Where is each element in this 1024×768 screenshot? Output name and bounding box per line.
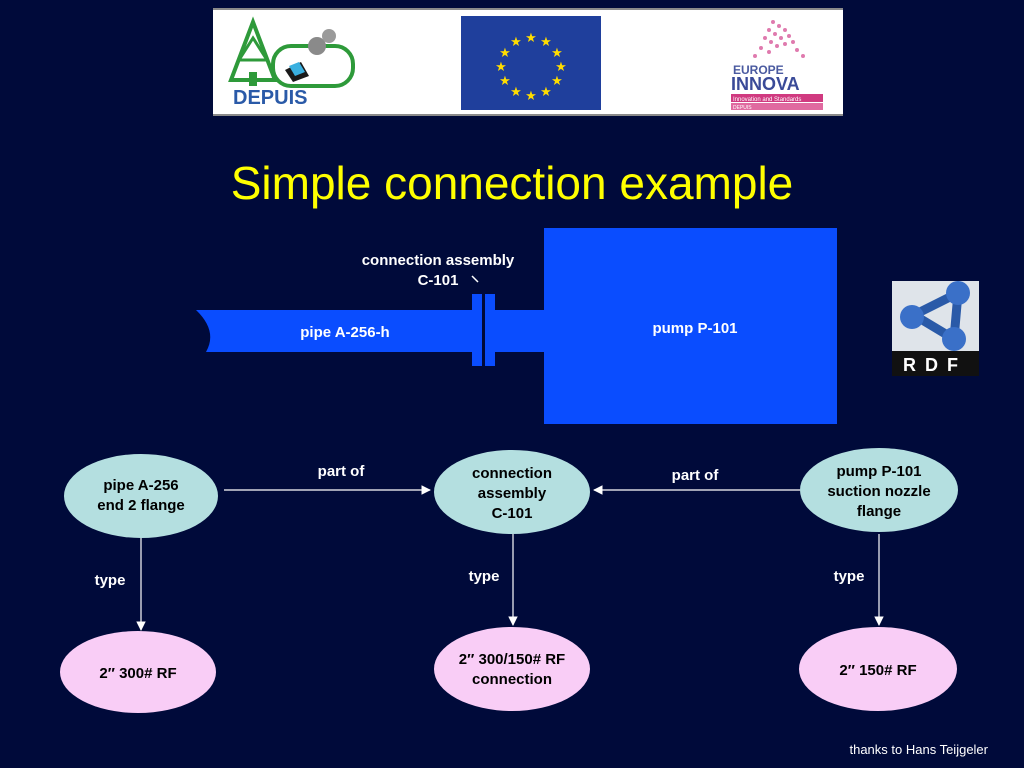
depuis-logo: DEPUIS <box>228 16 355 109</box>
svg-text:★: ★ <box>525 88 537 103</box>
node-pump-flange-line3: flange <box>857 503 901 520</box>
node-pump-flange-line1: pump P-101 <box>836 463 921 480</box>
rdf-text: RDF <box>903 355 967 375</box>
svg-text:★: ★ <box>551 45 563 60</box>
pipe-shape <box>196 310 474 352</box>
svg-text:★: ★ <box>499 45 511 60</box>
europe-innova-logo: EUROPE INNOVA Innovation and Standards D… <box>731 20 823 111</box>
node-type-pump <box>799 627 957 711</box>
rdf-logo: RDF <box>892 281 979 376</box>
edge-label-part-of-right: part of <box>672 467 720 484</box>
node-pipe-flange-line1: pipe A-256 <box>103 477 178 494</box>
node-connection-line2: assembly <box>478 485 547 502</box>
connection-label-line1: connection assembly <box>362 252 515 269</box>
connection-pointer <box>471 275 479 283</box>
edge-label-type-right: type <box>834 568 865 585</box>
svg-text:★: ★ <box>540 84 552 99</box>
node-type-connection-line2: connection <box>472 671 552 688</box>
innova-sub2-text: DEPUIS <box>733 105 752 111</box>
pump-nozzle <box>492 310 546 352</box>
pump-box <box>544 228 837 424</box>
node-connection-line1: connection <box>472 465 552 482</box>
rdf-logo-svg: RDF <box>892 281 979 376</box>
pump-label: pump P-101 <box>652 320 737 337</box>
pump-flange <box>485 294 495 366</box>
svg-text:★: ★ <box>495 59 507 74</box>
logos-svg: DEPUIS ★ ★ ★ ★ ★ ★ ★ ★ ★ ★ ★ ★ <box>228 16 823 111</box>
eu-flag: ★ ★ ★ ★ ★ ★ ★ ★ ★ ★ ★ ★ <box>461 16 601 110</box>
node-pipe-flange <box>64 454 218 538</box>
svg-text:★: ★ <box>555 59 567 74</box>
footer-credit: thanks to Hans Teijgeler <box>849 742 988 757</box>
node-pipe-flange-line2: end 2 flange <box>97 497 185 514</box>
svg-text:★: ★ <box>525 30 537 45</box>
svg-text:★: ★ <box>540 34 552 49</box>
europe-text: EUROPE <box>733 63 784 77</box>
connection-label-line2: C-101 <box>418 272 459 289</box>
node-pump-flange-line2: suction nozzle <box>827 483 930 500</box>
node-connection-line3: C-101 <box>492 505 533 522</box>
svg-text:★: ★ <box>510 34 522 49</box>
node-type-pipe <box>60 631 216 713</box>
svg-text:★: ★ <box>551 73 563 88</box>
pipe-label: pipe A-256-h <box>300 324 389 341</box>
slide-title: Simple connection example <box>230 157 794 209</box>
svg-text:★: ★ <box>499 73 511 88</box>
node-type-pipe-line1: 2″ 300# RF <box>99 665 176 682</box>
edge-label-part-of-left: part of <box>318 463 366 480</box>
node-connection-assembly <box>434 450 590 534</box>
node-type-connection-line1: 2″ 300/150# RF <box>459 651 565 668</box>
node-type-connection <box>434 627 590 711</box>
innova-sub-text: Innovation and Standards <box>733 97 801 103</box>
node-type-pump-line1: 2″ 150# RF <box>839 662 916 679</box>
svg-text:★: ★ <box>510 84 522 99</box>
edge-label-type-mid: type <box>469 568 500 585</box>
pipe-flange <box>472 294 482 366</box>
edge-label-type-left: type <box>95 572 126 589</box>
logo-banner: DEPUIS ★ ★ ★ ★ ★ ★ ★ ★ ★ ★ ★ ★ <box>213 8 843 116</box>
node-pump-flange <box>800 448 958 532</box>
depuis-text: DEPUIS <box>233 87 307 109</box>
innova-text: INNOVA <box>731 74 800 94</box>
